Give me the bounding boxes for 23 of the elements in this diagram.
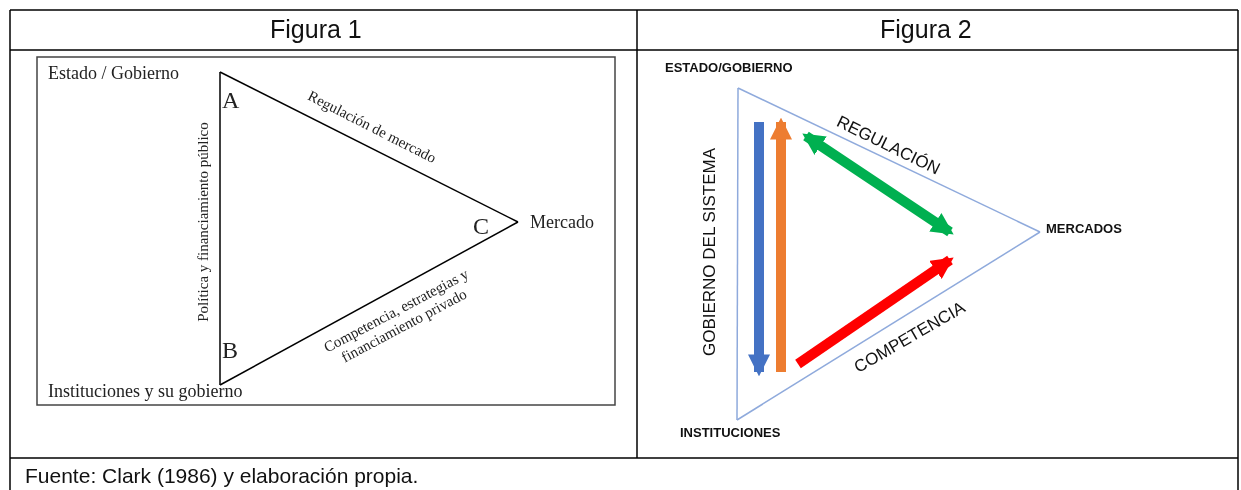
block-arrow [795,255,954,369]
vertex-label: Estado / Gobierno [48,64,179,82]
vertex-label: INSTITUCIONES [680,426,781,439]
edge-label: Política y financiamiento público [194,122,212,322]
vertex-letter: A [222,88,240,112]
vertex-letter: B [222,338,238,362]
triangle-side [219,71,519,223]
triangle-side [737,87,1041,233]
vertex-label: Instituciones y su gobierno [48,382,243,400]
triangle-side [736,231,1041,421]
triangle-side [219,71,221,386]
vertex-label: Mercado [530,213,594,231]
triangle-side [736,87,739,421]
column-heading: Figura 1 [270,17,362,42]
vertex-label: MERCADOS [1046,222,1122,235]
block-arrow [748,122,770,377]
column-heading: Figura 2 [880,17,972,42]
vertex-letter: C [473,214,489,238]
triangle-side [219,221,519,386]
block-arrow [770,117,792,372]
vertex-label: ESTADO/GOBIERNO [665,61,793,74]
source-caption: Fuente: Clark (1986) y elaboración propia. [25,465,419,486]
block-arrow [802,131,954,237]
